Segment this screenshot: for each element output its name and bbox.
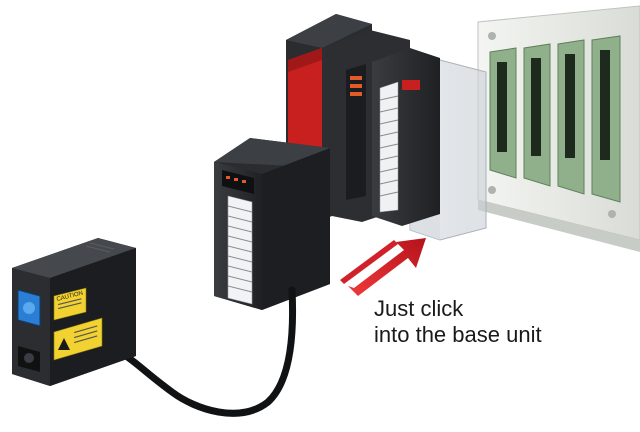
caption: Just click into the base unit: [374, 296, 542, 348]
caution-label: CAUTION: [53, 287, 87, 321]
red-arrow-icon: [340, 238, 426, 296]
laser-hazard-icon: [58, 338, 70, 350]
rack-modules: [322, 30, 440, 226]
base-unit: [477, 5, 640, 252]
caption-line-2: into the base unit: [374, 322, 542, 347]
laser-sensor: CAUTION: [12, 238, 136, 386]
rack-io-terminals: [379, 95, 399, 197]
detached-module: [214, 138, 330, 310]
laser-warning-label: [53, 317, 103, 361]
base-slot-connectors: [489, 35, 621, 203]
caption-line-1: Just click: [374, 296, 464, 321]
sensor-cable: [122, 286, 297, 417]
detached-module-terminals: [227, 205, 253, 293]
